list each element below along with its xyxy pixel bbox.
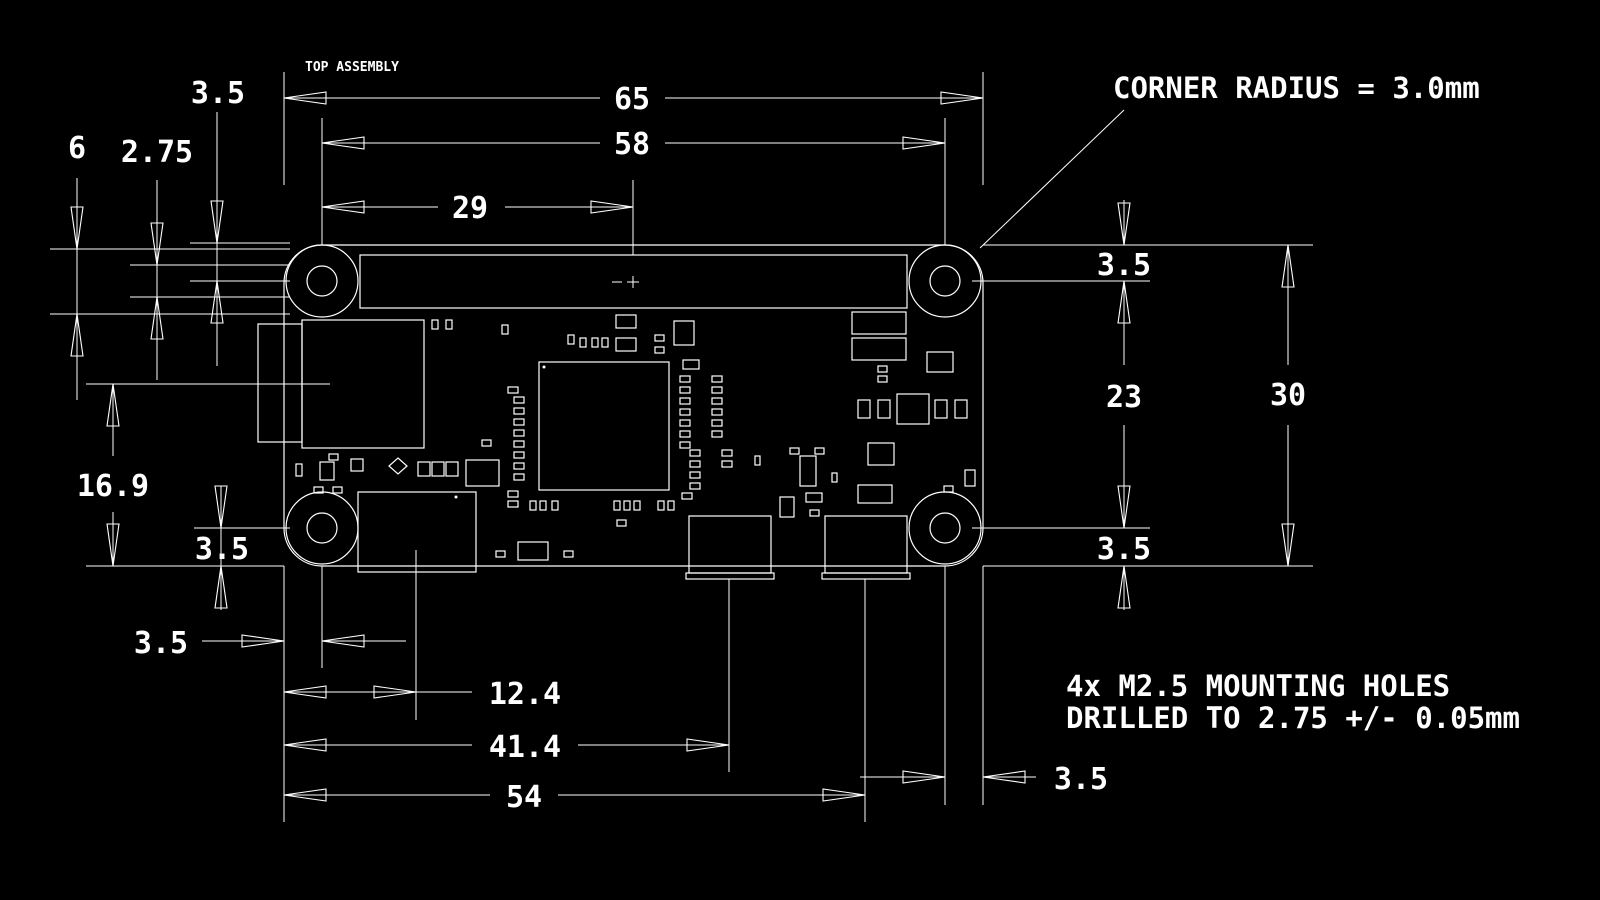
dim-left-height: 16.9 bbox=[77, 469, 149, 504]
mounting-hole-top-left bbox=[285, 244, 359, 318]
dim-overall-width: 65 bbox=[614, 82, 650, 117]
dim-connector-1: 12.4 bbox=[489, 677, 561, 712]
components bbox=[86, 311, 976, 580]
mounting-holes-note-line1: 4x M2.5 MOUNTING HOLES bbox=[1066, 669, 1450, 703]
extension-lines bbox=[50, 72, 1313, 822]
dim-connector-3: 54 bbox=[506, 780, 542, 815]
dim-overall-height: 30 bbox=[1270, 378, 1306, 413]
dim-hole-inset-left: 3.5 bbox=[134, 626, 188, 661]
dim-header-center: 29 bbox=[452, 191, 488, 226]
dim-hole-spacing-y: 23 bbox=[1106, 380, 1142, 415]
dim-hole-inset-top-left: 3.5 bbox=[191, 76, 245, 111]
drawing-title: TOP ASSEMBLY bbox=[305, 60, 399, 75]
dim-connector-2: 41.4 bbox=[489, 730, 561, 765]
dim-hole-inset-top-right: 3.5 bbox=[1097, 248, 1151, 283]
dim-hole-inset-right: 3.5 bbox=[1054, 762, 1108, 797]
dim-hole-spacing-x: 58 bbox=[614, 127, 650, 162]
dim-hole-inset-bottom-right: 3.5 bbox=[1097, 532, 1151, 567]
mounting-hole-top-right bbox=[908, 244, 982, 318]
mounting-holes-note-line2: DRILLED TO 2.75 +/- 0.05mm bbox=[1066, 701, 1520, 735]
dimension-lines bbox=[70, 91, 1295, 802]
mounting-hole-bottom-right bbox=[908, 491, 982, 565]
dim-header-offset: 6 bbox=[68, 131, 86, 166]
gpio-header bbox=[359, 254, 908, 309]
dim-hole-inset-bottom-left: 3.5 bbox=[195, 532, 249, 567]
dim-header-row: 2.75 bbox=[121, 135, 193, 170]
mounting-hole-bottom-left bbox=[285, 491, 359, 565]
corner-radius-note: CORNER RADIUS = 3.0mm bbox=[1113, 71, 1480, 105]
